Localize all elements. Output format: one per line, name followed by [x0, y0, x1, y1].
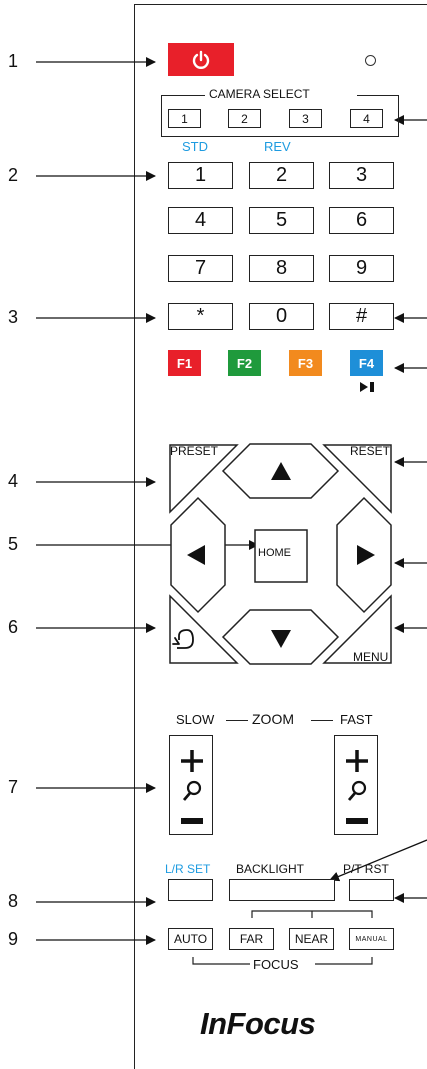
back-key-shape [169, 594, 239, 664]
menu-button[interactable]: MENU [353, 650, 389, 664]
camera-select-frame-left [161, 95, 205, 96]
camera-select-title: CAMERA SELECT [209, 87, 310, 101]
num-key-1[interactable]: 1 [168, 162, 233, 189]
rev-label: REV [264, 139, 291, 154]
zoom-fast-button[interactable] [334, 735, 378, 835]
callout-9: 9 [8, 929, 19, 949]
camera-select-frame-right [357, 95, 399, 96]
zoom-slow-icons [181, 750, 203, 824]
num-key-hash[interactable]: # [329, 303, 394, 330]
preset-button[interactable]: PRESET [170, 444, 219, 458]
brand-logo: InFocus [200, 1006, 316, 1041]
callout-3: 3 [8, 307, 19, 327]
callout-2: 2 [8, 165, 19, 185]
home-button[interactable]: HOME [258, 547, 291, 559]
reset-button[interactable]: RESET [350, 444, 391, 458]
function-key-f1[interactable]: F1 [168, 350, 201, 376]
zoom-line-left [226, 720, 248, 721]
num-key-6[interactable]: 6 [329, 207, 394, 234]
nav-cluster [169, 443, 392, 665]
function-key-f3[interactable]: F3 [289, 350, 322, 376]
callout-7: 7 [8, 777, 19, 797]
function-key-f4[interactable]: F4 [350, 350, 383, 376]
camera-select-4[interactable]: 4 [350, 109, 383, 128]
num-key-5[interactable]: 5 [249, 207, 314, 234]
focus-near-button[interactable]: NEAR [289, 928, 334, 950]
zoom-fast-label: FAST [340, 712, 373, 727]
camera-select-1[interactable]: 1 [168, 109, 201, 128]
zoom-slow-button[interactable] [169, 735, 213, 835]
callout-8: 8 [8, 891, 19, 911]
led-indicator [365, 55, 376, 66]
camera-select-2[interactable]: 2 [228, 109, 261, 128]
zoom-title: ZOOM [252, 711, 294, 727]
num-key-star[interactable]: * [168, 303, 233, 330]
power-icon [192, 50, 210, 69]
lr-set-label: L/R SET [165, 862, 211, 876]
pt-rst-button[interactable] [349, 879, 394, 901]
home-key-shape [254, 529, 308, 583]
focus-label: FOCUS [253, 957, 299, 972]
std-label: STD [182, 139, 208, 154]
up-arrow-icon [271, 462, 291, 480]
callout-1: 1 [8, 51, 19, 71]
arrow-right-backlight [329, 839, 427, 882]
focus-auto-button[interactable]: AUTO [168, 928, 213, 950]
callout-6: 6 [8, 617, 19, 637]
down-arrow-icon [271, 630, 291, 648]
power-button[interactable] [168, 43, 234, 76]
menu-key-shape [322, 594, 392, 664]
num-key-9[interactable]: 9 [329, 255, 394, 282]
backlight-label: BACKLIGHT [236, 862, 305, 876]
backlight-button[interactable] [229, 879, 335, 901]
num-key-8[interactable]: 8 [249, 255, 314, 282]
play-pause-icon [360, 382, 374, 392]
left-arrow-icon [187, 545, 205, 565]
callout-4: 4 [8, 471, 19, 491]
num-key-0[interactable]: 0 [249, 303, 314, 330]
zoom-fast-icons [346, 750, 368, 824]
remote-body [134, 4, 427, 1069]
magnifier-icon [351, 780, 367, 796]
back-icon [172, 629, 194, 649]
magnifier-icon [186, 780, 202, 796]
zoom-slow-label: SLOW [176, 712, 215, 727]
pt-rst-label: P/T RST [343, 862, 389, 876]
reset-key-shape [322, 444, 392, 514]
focus-manual-button[interactable]: MANUAL [349, 928, 394, 950]
function-key-f2[interactable]: F2 [228, 350, 261, 376]
lr-set-button[interactable] [168, 879, 213, 901]
focus-far-button[interactable]: FAR [229, 928, 274, 950]
focus-bracket [192, 910, 373, 965]
callout-5: 5 [8, 534, 19, 554]
camera-select-group [161, 95, 399, 137]
camera-select-3[interactable]: 3 [289, 109, 322, 128]
zoom-line-right [311, 720, 333, 721]
num-key-7[interactable]: 7 [168, 255, 233, 282]
preset-key-shape [169, 444, 239, 514]
num-key-2[interactable]: 2 [249, 162, 314, 189]
num-key-4[interactable]: 4 [168, 207, 233, 234]
num-key-3[interactable]: 3 [329, 162, 394, 189]
right-arrow-icon [357, 545, 375, 565]
